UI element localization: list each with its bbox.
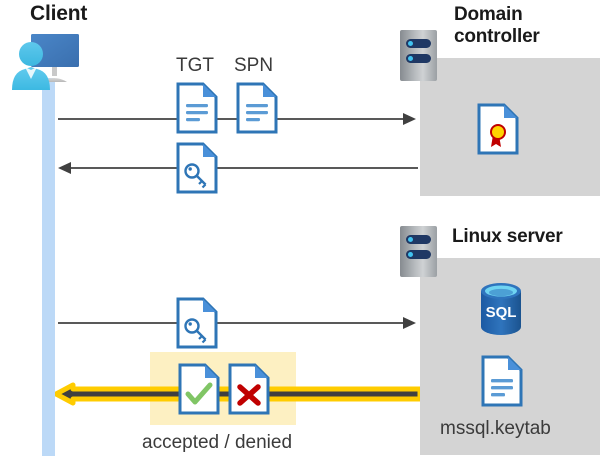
- keytab-filename-label: mssql.keytab: [440, 418, 551, 439]
- spn-document-icon: [236, 82, 278, 134]
- tgt-document-icon: [176, 82, 218, 134]
- key-document-icon: [176, 142, 218, 194]
- linux-server-rack-icon: [400, 226, 437, 277]
- accepted-document-icon: [178, 363, 222, 415]
- linux-server-title: Linux server: [452, 226, 563, 247]
- sql-database-icon: SQL: [477, 281, 525, 342]
- rack-bay-2: [406, 250, 431, 259]
- key-document-icon: [176, 297, 218, 349]
- rack-bay-1: [406, 235, 431, 244]
- keytab-document-icon: [481, 355, 523, 407]
- spn-label: SPN: [234, 55, 274, 76]
- arrow-client-to-linux-server: [58, 316, 418, 330]
- certificate-document-icon: [477, 103, 519, 155]
- client-lifeline: [42, 78, 55, 456]
- denied-document-icon: [228, 363, 272, 415]
- rack-bay-2: [406, 54, 431, 63]
- svg-text:SQL: SQL: [486, 304, 517, 321]
- verdict-caption: accepted / denied: [142, 432, 293, 453]
- tgt-label: TGT: [176, 55, 214, 76]
- arrow-domain-controller-to-client: [58, 161, 418, 175]
- arrow-client-to-domain-controller: [58, 112, 418, 126]
- user-workstation-icon: [8, 28, 100, 90]
- domain-controller-server-rack-icon: [400, 30, 437, 81]
- domain-controller-title: Domain controller: [454, 4, 540, 48]
- client-title: Client: [30, 2, 88, 25]
- rack-bay-1: [406, 39, 431, 48]
